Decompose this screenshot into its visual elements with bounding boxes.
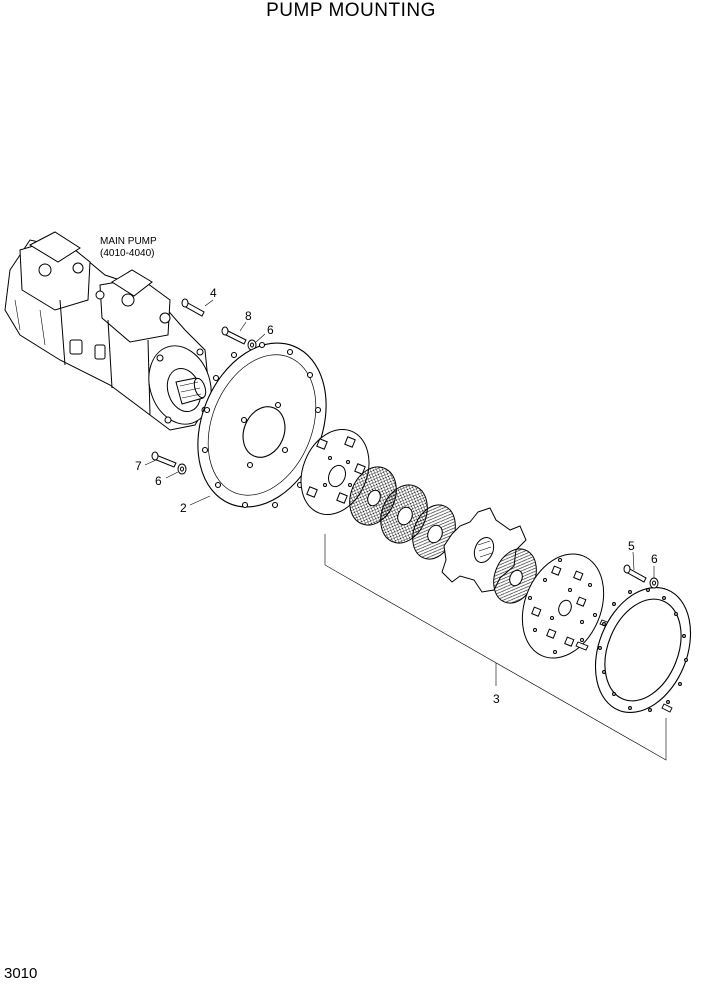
callout-3: 3 xyxy=(493,692,500,706)
washer-6-lower xyxy=(177,463,187,475)
main-pump xyxy=(4,231,212,431)
housing-plate-2 xyxy=(197,341,327,509)
callout-7: 7 xyxy=(135,459,142,473)
callout-6-right: 6 xyxy=(651,552,658,566)
bolt-7 xyxy=(151,451,177,468)
callout-5: 5 xyxy=(628,539,635,553)
washer-6-right xyxy=(649,577,659,589)
main-pump-label-line1: MAIN PUMP xyxy=(100,236,157,247)
callout-4: 4 xyxy=(210,286,217,300)
callout-2: 2 xyxy=(180,501,187,515)
callout-6-lower: 6 xyxy=(155,474,162,488)
assembly-bracket-3 xyxy=(324,534,667,761)
coupling-plate-rear xyxy=(521,553,605,659)
bolt-4 xyxy=(181,298,205,317)
bolt-8 xyxy=(221,326,247,345)
page-title: PUMP MOUNTING xyxy=(266,0,436,21)
callout-8: 8 xyxy=(245,309,252,323)
page-number: 3010 xyxy=(4,965,38,982)
callout-6-upper: 6 xyxy=(267,323,274,337)
flywheel-ring xyxy=(594,586,692,714)
main-pump-label-line2: (4010-4040) xyxy=(100,248,154,259)
bolt-5 xyxy=(623,564,647,583)
friction-disc-4 xyxy=(493,548,537,604)
